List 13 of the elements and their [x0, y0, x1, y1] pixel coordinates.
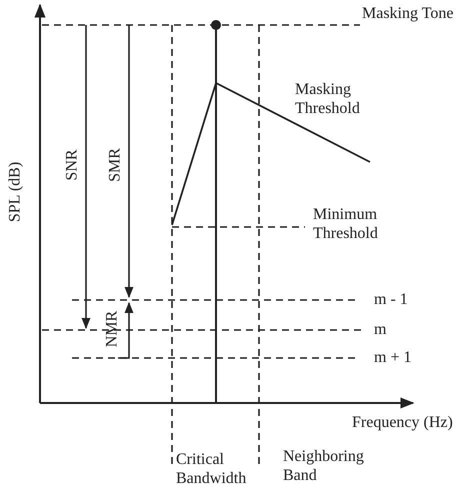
annotation-label: Critical Bandwidth — [176, 450, 248, 488]
annotation-label: m — [374, 320, 388, 339]
annotation-label: Minimum Threshold — [313, 205, 379, 243]
annotation-label: m + 1 — [374, 348, 412, 367]
axis-label: SMR — [106, 148, 124, 182]
axis-title: Frequency (Hz) — [352, 413, 454, 432]
annotation-label: Masking Threshold — [295, 80, 361, 118]
annotation-label: Neighboring Band — [283, 447, 365, 485]
axis-label: SNR — [62, 149, 82, 181]
axis-title: SPL (dB) — [6, 162, 24, 222]
annotation-label: m - 1 — [374, 290, 409, 309]
annotation-label: Masking Tone — [362, 4, 454, 23]
axis-label: NMR — [102, 310, 122, 348]
